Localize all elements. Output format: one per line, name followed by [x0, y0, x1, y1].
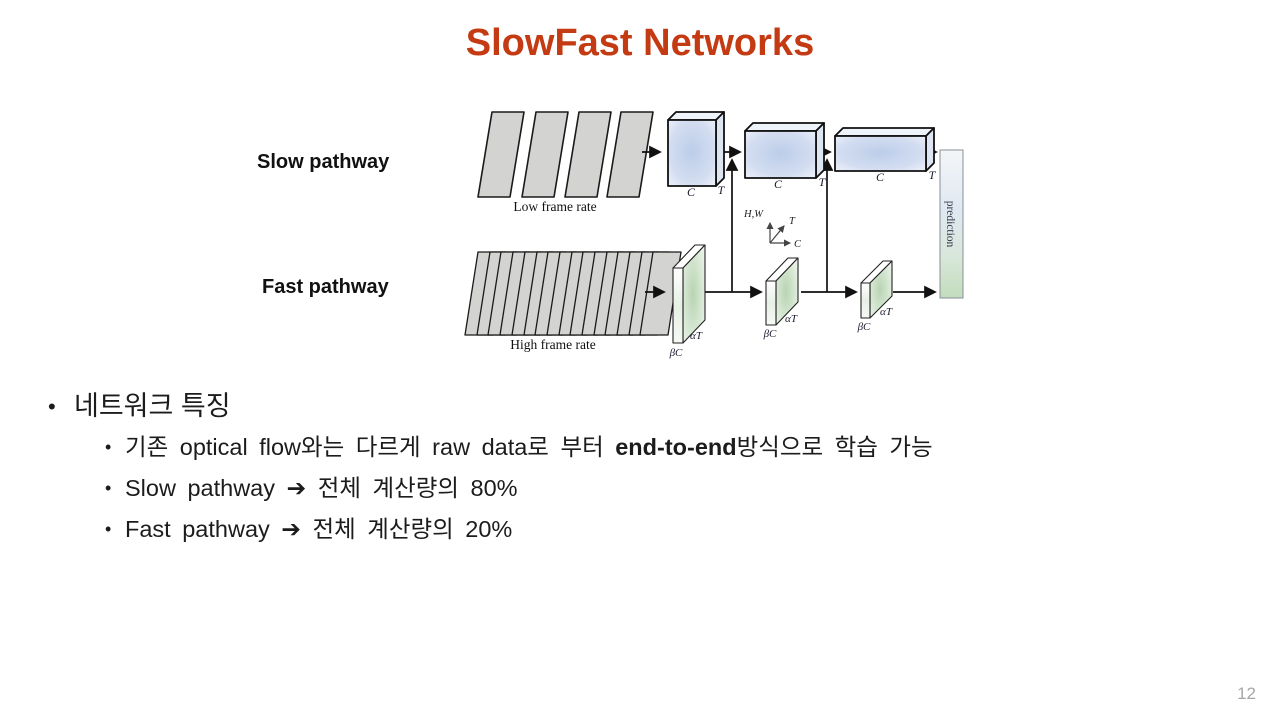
- bullet-item1-pre: 기존 optical flow와는 다르게 raw data로 부터: [125, 434, 616, 460]
- dim-label-c: C: [687, 185, 696, 199]
- bullet-item-3: • Fast pathway ➔ 전체 계산량의 20%: [48, 513, 933, 545]
- bullet-item1-post: 방식으로 학습 가능: [736, 434, 933, 460]
- slow-block-3: [834, 127, 935, 172]
- slowfast-architecture-figure: Low frame rate High frame ra: [250, 95, 970, 370]
- dim-label-beta-c: βC: [857, 321, 871, 333]
- slow-block-2: [744, 122, 825, 179]
- axis-label-hw: H,W: [743, 209, 764, 220]
- fast-slab-3: [860, 260, 893, 319]
- axis-marker: [766, 221, 792, 247]
- bullet-marker: •: [48, 394, 56, 419]
- dim-label-beta-c: βC: [763, 328, 777, 340]
- dim-label-alpha-t: αT: [690, 330, 703, 342]
- dim-label-alpha-t: αT: [785, 313, 798, 325]
- bullet-marker: •: [105, 437, 112, 457]
- fast-slab-2: [765, 257, 799, 326]
- dim-label-c: C: [876, 170, 885, 184]
- slowfast-diagram-svg: Low frame rate High frame ra: [464, 111, 964, 359]
- bullet-level1: • 네트워크 특징: [48, 388, 933, 425]
- axis-label-t: T: [789, 216, 796, 227]
- bullet-item3-text: Fast pathway ➔ 전체 계산량의 20%: [125, 516, 513, 542]
- bullet-marker: •: [105, 478, 112, 498]
- slow-input-frames: [477, 111, 654, 198]
- bullet-marker: •: [105, 519, 112, 539]
- axis-label-c: C: [794, 239, 802, 250]
- prediction-label: prediction: [944, 201, 956, 248]
- fast-input-frames: [464, 251, 682, 336]
- slide-title: SlowFast Networks: [465, 22, 815, 64]
- bullet-list: • 네트워크 특징 • 기존 optical flow와는 다르게 raw data…: [48, 388, 933, 554]
- low-frame-rate-caption: Low frame rate: [513, 199, 596, 214]
- bullet-level1-text: 네트워크 특징: [74, 391, 231, 421]
- fast-pathway-label: Fast pathway: [262, 276, 389, 298]
- high-frame-rate-caption: High frame rate: [510, 337, 595, 352]
- dim-label-alpha-t: αT: [880, 306, 893, 318]
- slow-pathway-label: Slow pathway: [257, 151, 390, 173]
- bullet-item1-bold: end-to-end: [615, 434, 737, 460]
- fast-slab-1: [672, 244, 706, 344]
- prediction-bar: prediction: [939, 149, 964, 299]
- slow-block-1: [667, 111, 725, 187]
- lateral-connection-arrows: [725, 158, 834, 292]
- dim-label-beta-c: βC: [669, 347, 683, 359]
- bullet-item-2: • Slow pathway ➔ 전체 계산량의 80%: [48, 472, 933, 504]
- page-number: 12: [1237, 684, 1256, 703]
- bullet-item-1: • 기존 optical flow와는 다르게 raw data로 부터 end-…: [48, 431, 933, 463]
- dim-label-c: C: [774, 177, 783, 191]
- dim-label-t: T: [819, 175, 827, 189]
- bullet-item2-text: Slow pathway ➔ 전체 계산량의 80%: [125, 475, 518, 501]
- dim-label-t: T: [718, 183, 726, 197]
- dim-label-t: T: [929, 168, 937, 182]
